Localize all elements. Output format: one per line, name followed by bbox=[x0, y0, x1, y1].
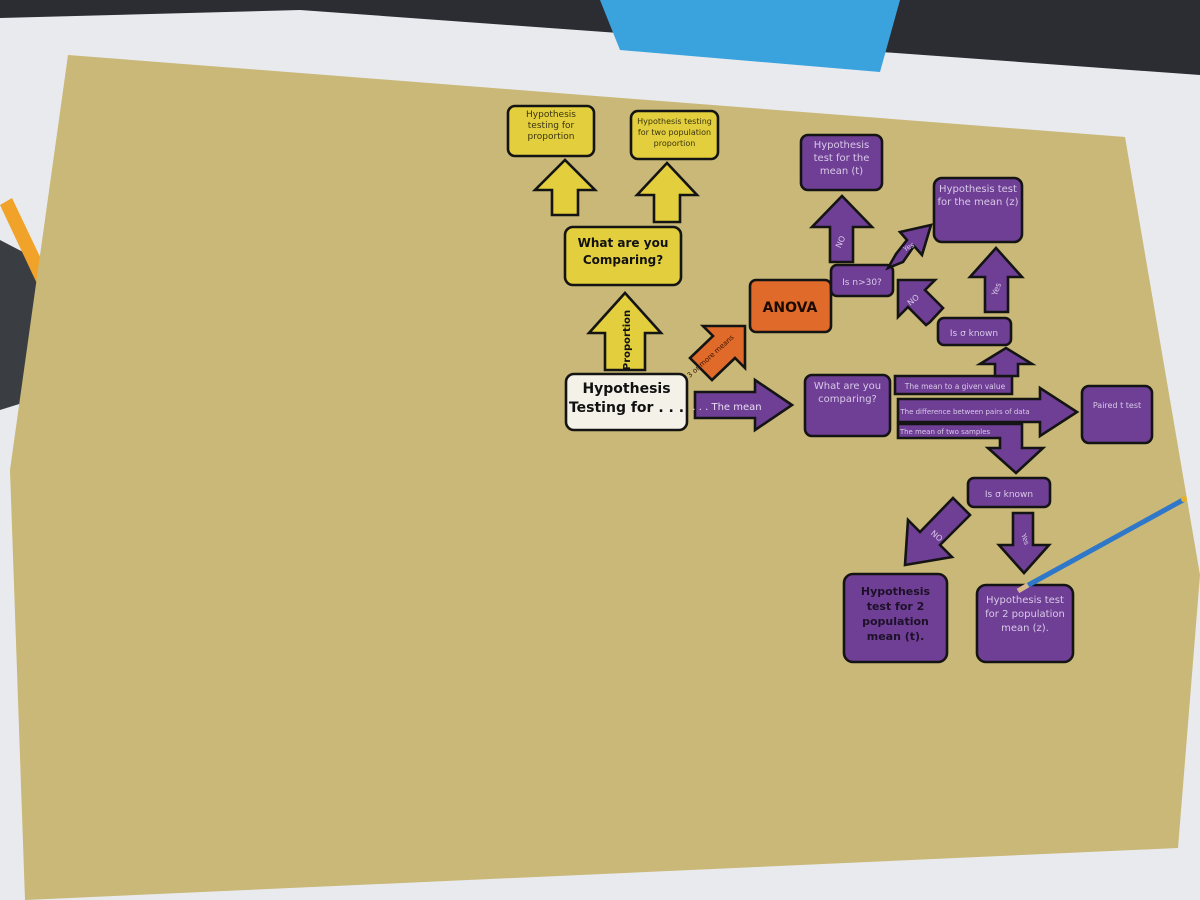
proportion-two-label: Hypothesis testing for two population pr… bbox=[637, 117, 712, 148]
three-or-more-arrow bbox=[688, 324, 747, 382]
paired-node: Paired t test bbox=[1080, 384, 1154, 445]
start-node: Hypothesis Testing for . . . bbox=[564, 372, 689, 432]
n-question-label: Is n>30? bbox=[842, 278, 882, 288]
proportion-arrow-label: Proportion bbox=[622, 310, 633, 370]
arrow-up-sigma1 bbox=[975, 346, 1037, 378]
difference-arrow: The difference between pairs of data bbox=[896, 385, 1080, 439]
compare-mean-label: What are you comparing? bbox=[813, 381, 882, 405]
two-t-label: Hypothesis test for 2 population mean (t… bbox=[860, 585, 931, 643]
proportion-one-label: Hypothesis testing for proportion bbox=[526, 110, 576, 142]
yes-arrow-down-label: Yes bbox=[1019, 532, 1031, 547]
sigma1-label: Is σ known bbox=[950, 329, 998, 339]
the-mean-label: . . . The mean bbox=[692, 402, 761, 413]
proportion-two-node: Hypothesis testing for two population pr… bbox=[629, 109, 720, 161]
yes-arrow-down bbox=[996, 511, 1052, 575]
yes-arrow-diagonal bbox=[885, 223, 933, 271]
blue-pencil bbox=[1016, 496, 1187, 594]
no-arrow-up bbox=[808, 194, 876, 264]
given-value-label: The mean to a given value bbox=[904, 382, 1006, 391]
no-arrow-diagonal bbox=[896, 278, 945, 327]
compare-proportion-label: What are you Comparing? bbox=[577, 236, 669, 267]
mean-t-label: Hypothesis test for the mean (t) bbox=[813, 140, 870, 177]
difference-label: The difference between pairs of data bbox=[899, 408, 1029, 416]
given-value-arrow: The mean to a given value bbox=[893, 374, 1014, 396]
anova-label: ANOVA bbox=[763, 300, 818, 316]
anova-node: ANOVA bbox=[748, 278, 833, 334]
mean-t-node: Hypothesis test for the mean (t) bbox=[799, 133, 884, 192]
start-node-label: Hypothesis Testing for . . . bbox=[568, 381, 685, 416]
proportion-one-node: Hypothesis testing for proportion bbox=[506, 104, 596, 158]
arrow-up-prop-two bbox=[633, 161, 701, 224]
mean-z-label: Hypothesis test for the mean (z) bbox=[937, 184, 1019, 208]
blue-chair bbox=[600, 0, 900, 72]
paired-label: Paired t test bbox=[1092, 401, 1142, 410]
sigma2-node: Is σ known bbox=[966, 476, 1052, 509]
n-question-node: Is n>30? bbox=[829, 263, 895, 298]
two-z-label: Hypothesis test for 2 population mean (z… bbox=[985, 595, 1065, 634]
two-t-node: Hypothesis test for 2 population mean (t… bbox=[842, 572, 949, 664]
two-z-node: Hypothesis test for 2 population mean (z… bbox=[975, 583, 1075, 664]
no-arrow-down-left bbox=[903, 496, 972, 567]
sigma1-node: Is σ known bbox=[936, 316, 1013, 347]
sigma2-label: Is σ known bbox=[985, 490, 1033, 500]
two-samples-label: The mean of two samples bbox=[899, 428, 991, 436]
two-samples-arrow: The mean of two samples bbox=[896, 422, 1047, 475]
yes-arrow-up-label: Yes bbox=[990, 282, 1003, 298]
proportion-arrow bbox=[586, 291, 664, 372]
yes-arrow-up bbox=[967, 246, 1025, 314]
poster-paper bbox=[10, 55, 1200, 900]
compare-mean-node: What are you comparing? bbox=[803, 373, 892, 438]
arrow-up-prop-one bbox=[531, 158, 599, 217]
the-mean-arrow bbox=[693, 377, 795, 433]
mean-z-node: Hypothesis test for the mean (z) bbox=[932, 176, 1024, 244]
compare-proportion-node: What are you Comparing? bbox=[563, 225, 683, 287]
